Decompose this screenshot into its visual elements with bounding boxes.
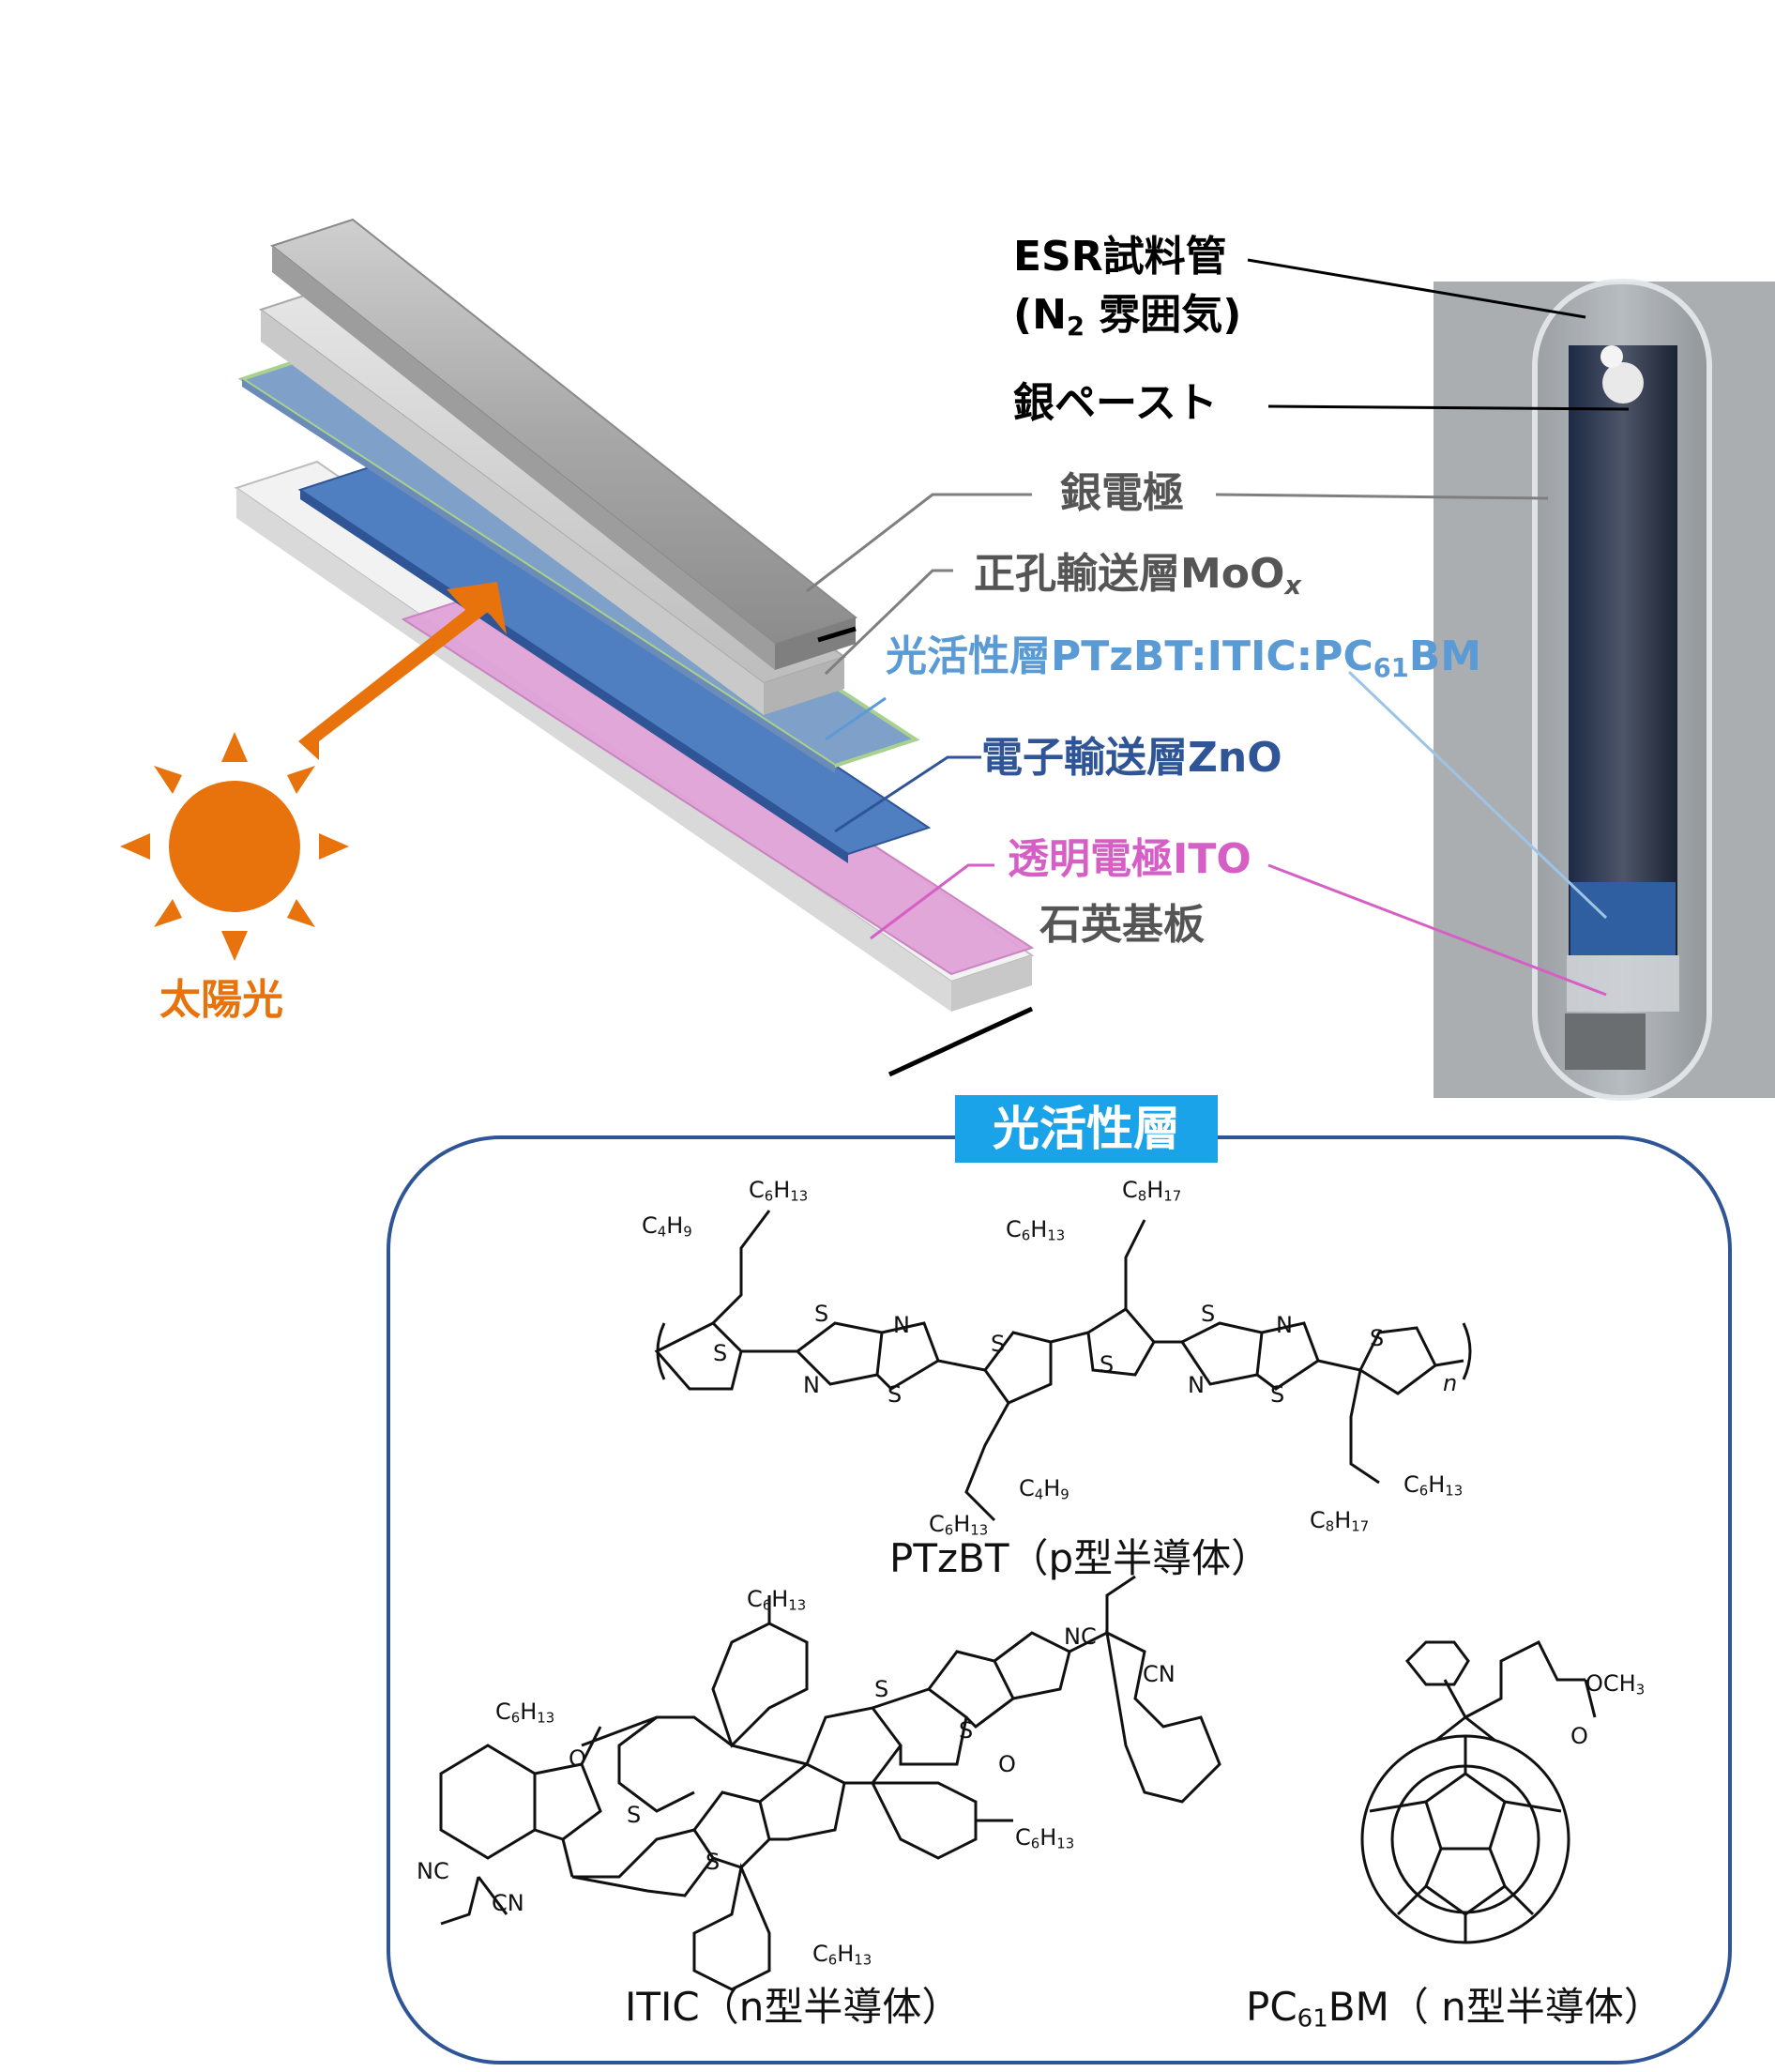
label-photoactive: 光活性層PTzBT:ITIC:PC61BM <box>886 632 1482 683</box>
itic-structure <box>439 1575 1221 1991</box>
atom-n: N <box>1276 1312 1293 1338</box>
sunlight-arrow <box>298 582 507 760</box>
atom-s: S <box>1201 1301 1216 1327</box>
atom-s: S <box>1370 1325 1385 1351</box>
ptzbt-structure <box>654 1210 1472 1522</box>
caption-pcbm: PC61BM（ n型半導体） <box>1246 1984 1663 2034</box>
atom-s: S <box>874 1676 889 1702</box>
group-c8h17: C8H17 <box>1310 1507 1370 1535</box>
atom-cn: CN <box>492 1890 524 1916</box>
group-c6h13: C6H13 <box>495 1699 555 1727</box>
caption-itic: ITIC（n型半導体） <box>625 1984 962 2030</box>
caption-ptzbt: PTzBT（p型半導体） <box>889 1535 1271 1581</box>
atom-s: S <box>713 1340 728 1366</box>
esr-tube-photo <box>1434 279 1775 1101</box>
group-och3: OCH3 <box>1585 1670 1646 1699</box>
atom-o: O <box>998 1751 1016 1777</box>
silver-electrode-layer <box>269 218 858 670</box>
pcbm-structure <box>1360 1639 1597 1944</box>
atom-s: S <box>991 1331 1006 1357</box>
atom-s: S <box>1270 1381 1285 1408</box>
atom-nc: NC <box>1064 1623 1097 1650</box>
group-c6h13: C6H13 <box>1015 1824 1075 1852</box>
atom-n: N <box>893 1312 910 1338</box>
atom-cn: CN <box>1143 1661 1176 1687</box>
atom-s: S <box>888 1381 903 1408</box>
atom-n: N <box>1188 1372 1205 1398</box>
label-n2-atmosphere: (N2 雰囲気) <box>1013 291 1242 342</box>
label-electron-transport: 電子輸送層ZnO <box>981 734 1282 782</box>
group-c6h13: C6H13 <box>1006 1216 1066 1244</box>
group-c6h13: C6H13 <box>929 1511 989 1539</box>
polymer-n: n <box>1443 1370 1458 1396</box>
group-c6h13: C6H13 <box>747 1586 807 1614</box>
panel-title: 光活性層 <box>955 1095 1218 1163</box>
label-quartz-substrate: 石英基板 <box>1039 901 1205 949</box>
label-silver-electrode: 銀電極 <box>1060 469 1184 517</box>
sun-icon <box>120 732 349 961</box>
layer-stack <box>234 218 1035 1077</box>
label-transparent-electrode: 透明電極ITO <box>1008 835 1252 883</box>
label-sunlight: 太陽光 <box>159 976 283 1024</box>
atom-s: S <box>959 1717 974 1744</box>
label-hole-transport: 正孔輸送層MoOx <box>974 550 1302 601</box>
atom-o: O <box>1570 1723 1588 1749</box>
atom-s: S <box>814 1301 829 1327</box>
group-c4h9: C4H9 <box>642 1212 692 1241</box>
atom-s: S <box>705 1849 721 1875</box>
group-c6h13: C6H13 <box>1403 1471 1464 1500</box>
photoactive-panel-frame <box>387 1135 1732 2064</box>
atom-s: S <box>1100 1351 1115 1378</box>
leader-lines <box>806 258 1630 997</box>
group-c6h13: C6H13 <box>812 1941 872 1969</box>
group-c4h9: C4H9 <box>1019 1475 1070 1503</box>
atom-o: O <box>569 1745 586 1772</box>
atom-n: N <box>803 1372 820 1398</box>
zno-layer <box>297 462 932 863</box>
group-c8h17: C8H17 <box>1122 1177 1182 1205</box>
label-esr-tube: ESR試料管 <box>1013 233 1227 281</box>
label-silver-paste: 銀ペースト <box>1013 379 1218 427</box>
atom-s: S <box>627 1802 642 1828</box>
group-c6h13: C6H13 <box>749 1177 809 1205</box>
atom-nc: NC <box>417 1858 449 1884</box>
